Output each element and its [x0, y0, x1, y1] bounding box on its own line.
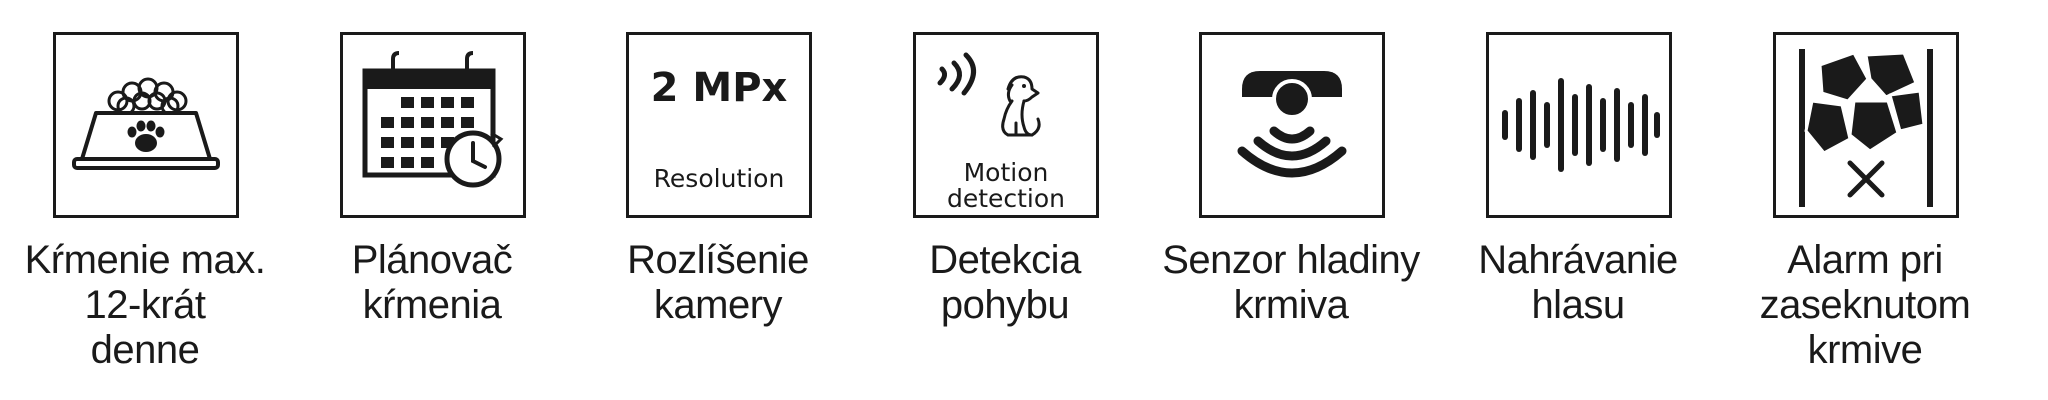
feature-caption: Alarm pri zaseknutom krmive [1759, 238, 1971, 372]
feature-feeding-planner: Plánovač kŕmenia [287, 0, 577, 400]
feature-icon-frame: Motion detection [913, 32, 1099, 218]
motion-label-line2: detection [947, 184, 1065, 213]
resolution-icon: 2 MPx Resolution [651, 65, 788, 193]
feature-icon-frame: 2 MPx Resolution [626, 32, 812, 218]
feature-icon-frame [1199, 32, 1385, 218]
voice-waveform-icon [1502, 78, 1660, 172]
feature-jam-alarm: Alarm pri zaseknutom krmive [1720, 0, 2010, 400]
feature-caption: Nahrávanie hlasu [1478, 238, 1678, 327]
feature-icon-frame [340, 32, 526, 218]
level-sensor-icon [1237, 71, 1347, 178]
feature-feeding-frequency: Kŕmenie max. 12-krát denne [0, 0, 290, 400]
feature-voice-recording: Nahrávanie hlasu [1433, 0, 1723, 400]
calendar-clock-icon [362, 51, 504, 188]
feature-icon-frame [53, 32, 239, 218]
feature-motion-detection: Motion detection Detekcia pohybu [860, 0, 1150, 400]
resolution-value: 2 MPx [651, 65, 788, 111]
feature-icon-frame [1773, 32, 1959, 218]
feature-food-level-sensor: Senzor hladiny krmiva [1146, 0, 1436, 400]
feature-caption: Detekcia pohybu [929, 238, 1081, 327]
feature-caption: Rozlíšenie kamery [627, 238, 809, 327]
jammed-food-alarm-icon [1799, 49, 1933, 207]
motion-detection-dog-icon: Motion detection [937, 52, 1065, 213]
pet-food-bowl-icon [72, 77, 220, 170]
feature-camera-resolution: 2 MPx Resolution Rozlíšenie kamery [573, 0, 863, 400]
feature-caption: Kŕmenie max. 12-krát denne [24, 238, 266, 372]
feature-caption: Senzor hladiny krmiva [1162, 238, 1420, 327]
feature-icon-frame [1486, 32, 1672, 218]
resolution-label: Resolution [654, 164, 785, 193]
feature-caption: Plánovač kŕmenia [351, 238, 513, 327]
motion-label-line1: Motion [964, 158, 1049, 187]
